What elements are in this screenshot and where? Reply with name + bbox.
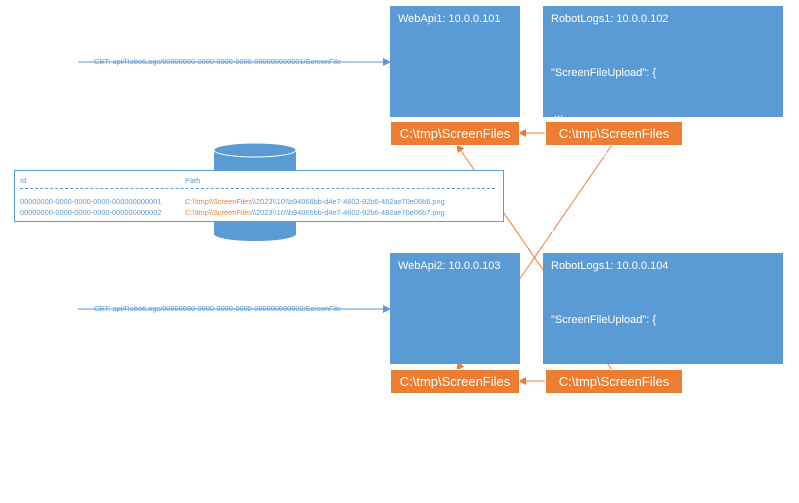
webapi1-folder: C:\tmp\ScreenFiles [390,121,520,146]
config-line: ... [551,107,564,120]
header-divider [20,188,495,189]
row-path-rest: \\2023\\10\\b94066bb-d4e7-4602-92b6-482a… [251,208,445,217]
robotlogs-104-folder: C:\tmp\ScreenFiles [545,369,683,394]
request-label-1: GET: api/RobotLogs/00000000-0000-0000-00… [94,57,341,66]
robotlogs-104-server: RobotLogs1: 10.0.0.104 "ScreenFileUpload… [543,253,783,475]
row-id: 00000000-0000-0000-0000-000000000002 [20,208,162,217]
robotlogs-102-folder: C:\tmp\ScreenFiles [545,121,683,146]
config-line: } [551,229,555,241]
robotlogs-104-config: "ScreenFileUpload": { "ScreenFilePath": … [551,287,757,503]
config-line: ... [551,188,567,201]
config-line: "ScreenFilePath": "C:\\tmp\\ScreenFiles"… [551,148,757,160]
robotlogs-102-config: "ScreenFileUpload": { ... "ScreenFilePat… [551,40,757,270]
row-path-root: C:\\tmp\\ScreenFiles [185,197,252,206]
header-path: Path [185,176,201,185]
webapi2-server: WebApi2: 10.0.0.103 [390,253,520,364]
header-id: Id [20,176,27,185]
database-table: Id Path 00000000-0000-0000-0000-00000000… [14,170,504,222]
config-line: "ScreenFileUpload": { [551,67,657,79]
row-path-rest: \\2023\\10\\b94066bb-d4e7-4602-92b6-482a… [251,197,445,206]
webapi2-title: WebApi2: 10.0.0.103 [398,260,501,272]
config-line: "ScreenFileUpload": { [551,314,657,326]
webapi1-title: WebApi1: 10.0.0.101 [398,13,501,25]
robotlogs-104-title: RobotLogs1: 10.0.0.104 [551,260,669,272]
robotlogs-102-server: RobotLogs1: 10.0.0.102 "ScreenFileUpload… [543,6,783,241]
webapi2-folder: C:\tmp\ScreenFiles [390,369,520,394]
webapi1-server: WebApi1: 10.0.0.101 [390,6,520,117]
table-row: 00000000-0000-0000-0000-000000000002 C:\\… [20,208,445,217]
robotlogs-102-title: RobotLogs1: 10.0.0.102 [551,13,669,25]
table-row: 00000000-0000-0000-0000-000000000001 C:\\… [20,197,445,206]
config-line: ... [551,422,567,434]
config-line: } [551,462,555,475]
request-label-2: GET: api/RobotLogs/00000000-0000-0000-00… [94,304,341,313]
row-path-root: C:\\tmp\\ScreenFiles [185,208,252,217]
row-id: 00000000-0000-0000-0000-000000000001 [20,197,162,206]
